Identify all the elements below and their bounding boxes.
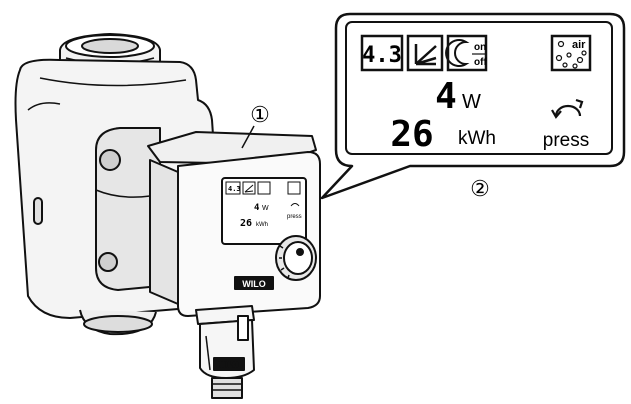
power-value: 4 (435, 76, 457, 117)
small-pressure-icon (290, 203, 300, 207)
air-label: air (572, 39, 586, 51)
air-venting-icon: air (550, 34, 592, 72)
small-mode-code: 4.3 (228, 185, 241, 193)
pressure-rotation-icon (551, 98, 584, 119)
power-plug: WILO (195, 305, 255, 399)
small-pressure-label: press (287, 214, 302, 220)
small-power-unit: W (262, 205, 269, 212)
pressure-label: press (543, 130, 589, 151)
mode-code: 4.3 (362, 43, 402, 68)
night-off-label: off (474, 57, 487, 68)
module-logo-text: WILO (242, 279, 266, 289)
night-mode-icon: on off (445, 34, 487, 72)
energy-unit: kWh (458, 128, 496, 149)
callout-display: ② (470, 176, 490, 201)
small-power-value: 4 (254, 203, 260, 213)
small-air-icon (287, 181, 301, 195)
power-unit: W (462, 91, 481, 113)
small-curve-icon (242, 181, 256, 195)
callout-pump: ① (250, 102, 270, 127)
callout-pump-leader (241, 125, 255, 149)
small-energy-value: 26 (240, 218, 252, 229)
energy-value: 26 (390, 114, 433, 155)
small-lcd-contents: 4.3 4 W 26 kWh press (225, 181, 302, 229)
module-logo: WILO (234, 276, 274, 290)
small-night-icon (257, 181, 271, 195)
large-lcd-window (345, 21, 613, 155)
mode-indicator: 4.3 (360, 34, 404, 72)
control-curve-icon (406, 34, 444, 72)
small-energy-unit: kWh (256, 222, 268, 228)
night-on-label: on (474, 42, 486, 53)
plug-logo-text: WILO (220, 362, 239, 369)
control-knob[interactable] (275, 235, 317, 281)
display-zoom-bubble (320, 12, 626, 200)
